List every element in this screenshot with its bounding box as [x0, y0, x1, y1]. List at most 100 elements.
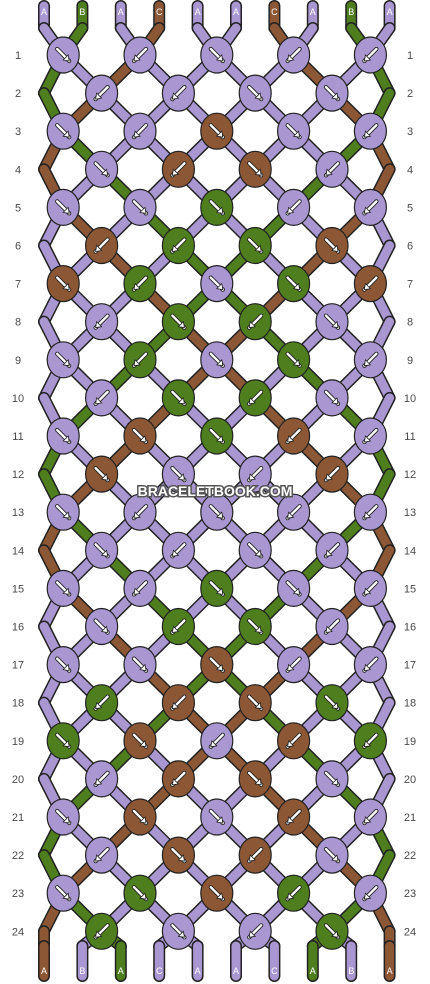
row-number-left: 4	[15, 164, 21, 176]
knot-arrowhead-icon	[139, 663, 147, 672]
knot	[238, 760, 272, 798]
knot	[84, 531, 119, 569]
knot-arrowhead-icon	[292, 587, 301, 595]
knot	[315, 684, 349, 722]
knot	[84, 684, 119, 722]
knot	[277, 569, 311, 608]
knot	[161, 760, 195, 798]
knot	[123, 798, 157, 836]
knot-arrowhead-icon	[177, 320, 185, 329]
knot	[353, 493, 387, 531]
row-number-left: 18	[12, 698, 24, 710]
knot-arrowhead-icon	[248, 320, 257, 329]
knot-arrowhead-icon	[95, 778, 103, 786]
knot	[238, 912, 272, 950]
knot-arrowhead-icon	[254, 549, 262, 557]
knot	[200, 112, 234, 150]
knot	[161, 912, 195, 950]
knot	[161, 379, 195, 417]
knot	[161, 303, 195, 341]
knot	[238, 150, 272, 188]
knot-arrowhead-icon	[62, 587, 70, 595]
knot-arrowhead-icon	[215, 892, 224, 900]
knot-arrowhead-icon	[248, 854, 257, 862]
knot	[277, 112, 311, 150]
top-strand-label: C	[156, 7, 163, 17]
knot-arrowhead-icon	[331, 92, 339, 100]
knot-arrowhead-icon	[287, 739, 295, 748]
knot	[238, 607, 272, 646]
knot	[46, 798, 80, 836]
row-number-right: 7	[407, 279, 413, 291]
knot	[84, 912, 119, 950]
knot	[315, 531, 349, 569]
knot	[353, 569, 387, 608]
knot-arrowhead-icon	[287, 663, 295, 672]
knot	[123, 493, 157, 531]
knot-arrowhead-icon	[100, 473, 109, 481]
knot-arrowhead-icon	[171, 549, 180, 557]
row-number-left: 19	[12, 736, 24, 748]
knot	[161, 531, 195, 569]
knot	[46, 645, 80, 684]
row-number-right: 5	[407, 202, 413, 214]
knot	[353, 36, 387, 74]
knot-arrowhead-icon	[248, 473, 257, 481]
knot	[161, 226, 195, 265]
knot	[84, 455, 119, 493]
bottom-strand-label: A	[233, 966, 239, 976]
top-strand-label: C	[271, 7, 278, 17]
row-number-left: 2	[15, 88, 21, 100]
row-number-right: 13	[404, 507, 416, 519]
row-number-left: 13	[12, 507, 24, 519]
knot-arrowhead-icon	[215, 282, 224, 291]
row-number-left: 17	[12, 660, 24, 672]
knot	[46, 188, 80, 226]
knot-arrowhead-icon	[95, 930, 103, 938]
knot	[123, 722, 157, 760]
row-number-right: 8	[407, 317, 413, 329]
knot	[277, 874, 311, 912]
knot-arrowhead-icon	[254, 701, 262, 710]
knot-arrowhead-icon	[215, 587, 224, 595]
knot-arrowhead-icon	[133, 358, 141, 367]
knot-arrowhead-icon	[133, 511, 141, 519]
knot-arrowhead-icon	[287, 54, 295, 62]
row-number-left: 23	[12, 888, 24, 900]
row-number-left: 15	[12, 583, 24, 595]
knot	[238, 836, 272, 874]
knot-arrowhead-icon	[139, 816, 147, 824]
knot-arrowhead-icon	[331, 397, 339, 405]
row-number-right: 15	[404, 583, 416, 595]
row-number-right: 2	[407, 88, 413, 100]
knot	[238, 455, 272, 493]
row-number-left: 9	[15, 355, 21, 367]
row-number-left: 16	[12, 622, 24, 634]
knot-arrowhead-icon	[62, 358, 70, 367]
knot-arrowhead-icon	[215, 358, 224, 367]
knot	[315, 226, 349, 265]
knot-arrowhead-icon	[95, 320, 103, 329]
row-number-left: 8	[15, 317, 21, 329]
knot-arrowhead-icon	[331, 320, 339, 329]
knot-arrowhead-icon	[133, 282, 141, 291]
knot	[353, 265, 387, 303]
knot	[315, 455, 349, 493]
row-number-right: 3	[407, 126, 413, 138]
knot	[46, 417, 80, 455]
bottom-strand-label: C	[156, 966, 163, 976]
knot	[315, 150, 349, 188]
row-number-right: 23	[404, 888, 416, 900]
knot	[200, 798, 234, 836]
knot	[238, 379, 272, 417]
row-number-left: 21	[12, 812, 24, 824]
knot-arrowhead-icon	[133, 54, 141, 62]
top-strand-label: A	[387, 7, 393, 17]
knot-arrowhead-icon	[325, 549, 333, 557]
knot	[161, 74, 195, 112]
knot-arrowhead-icon	[363, 130, 372, 138]
knot-arrowhead-icon	[363, 282, 372, 291]
knot	[123, 188, 157, 226]
